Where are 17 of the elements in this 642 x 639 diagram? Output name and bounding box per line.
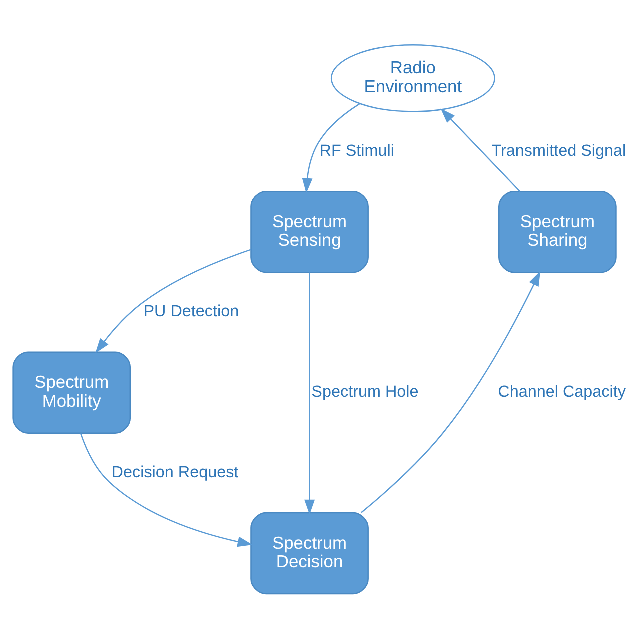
- edge-label: RF Stimuli: [320, 142, 394, 160]
- arrow: [302, 103, 360, 194]
- arrow: [304, 272, 316, 515]
- edge-label: Spectrum Hole: [312, 383, 419, 402]
- edge-label: Channel Capacity: [498, 383, 626, 402]
- node-box: Spectrum Mobility: [12, 352, 132, 434]
- arrow: [80, 433, 253, 548]
- arrow: [96, 249, 252, 354]
- arrow: [361, 271, 541, 514]
- edge-label: Decision Request: [112, 463, 239, 482]
- node-ellipse: Radio Environment: [330, 44, 496, 112]
- arrow: [440, 108, 521, 192]
- edge-label: PU Detection: [144, 302, 240, 321]
- node-box: Spectrum Decision: [250, 512, 369, 595]
- node-box: Spectrum Sensing: [250, 191, 369, 274]
- edge-label: Transmitted Signal: [492, 142, 626, 160]
- node-box: Spectrum Sharing: [498, 191, 617, 274]
